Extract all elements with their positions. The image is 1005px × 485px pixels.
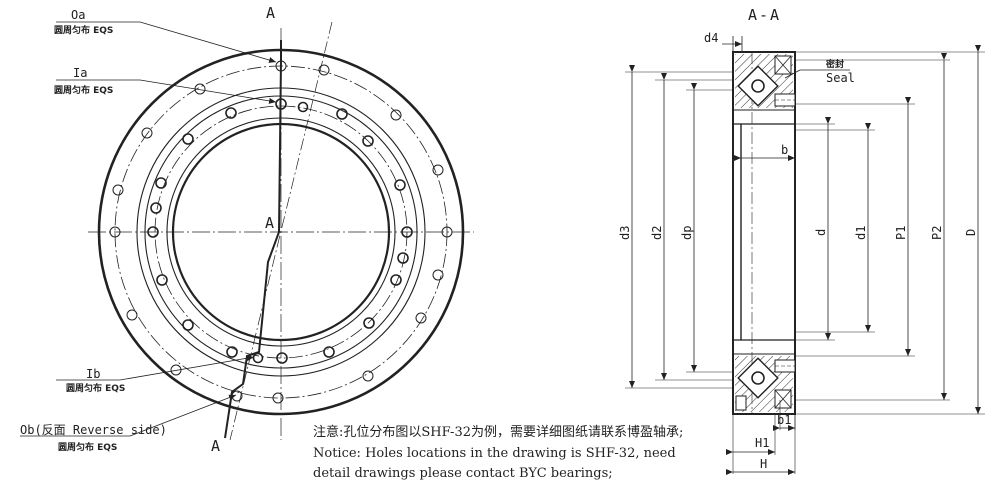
roller-upper bbox=[751, 79, 765, 93]
hole bbox=[362, 135, 374, 147]
hole bbox=[147, 226, 159, 238]
hole bbox=[362, 370, 374, 382]
label-seal-cn: 密封 bbox=[825, 58, 844, 70]
callout-leaders bbox=[20, 21, 277, 437]
hole bbox=[441, 226, 453, 238]
construction-line-1 bbox=[229, 21, 333, 441]
inner-holes bbox=[147, 98, 413, 364]
dimension-labels: d4 密封 Seal b b1 H1 H d3 d2 dp d d1 P1 P2… bbox=[618, 31, 978, 471]
hole bbox=[390, 109, 402, 121]
callout-ib-desc: 圆周匀布 EQS bbox=[66, 382, 125, 394]
callout-oa-desc: 圆周匀布 EQS bbox=[54, 24, 113, 36]
callout-labels: Oa 圆周匀布 EQS Ia 圆周匀布 EQS Ib 圆周匀布 EQS Ob(反… bbox=[20, 8, 167, 453]
section-marker-top: A bbox=[266, 4, 275, 22]
label-d2: d2 bbox=[650, 226, 664, 240]
callout-ib-code: Ib bbox=[86, 367, 100, 381]
hole bbox=[275, 60, 287, 72]
roller-lower bbox=[751, 371, 765, 385]
hole bbox=[170, 364, 182, 376]
section-outline bbox=[732, 51, 796, 415]
hole bbox=[275, 98, 287, 110]
hole bbox=[297, 101, 309, 113]
hole bbox=[182, 133, 194, 145]
note-line-en-1: Notice: Holes locations in the drawing i… bbox=[313, 446, 676, 461]
hole bbox=[336, 108, 348, 120]
hole bbox=[156, 274, 168, 286]
hole bbox=[432, 164, 444, 176]
label-d1: d1 bbox=[854, 226, 868, 240]
hole bbox=[363, 317, 375, 329]
upper-ring-section bbox=[735, 54, 796, 108]
hole bbox=[182, 319, 194, 331]
label-b: b bbox=[781, 143, 788, 157]
label-dp: dp bbox=[680, 226, 694, 240]
section-cut-line bbox=[224, 40, 282, 439]
label-seal-en: Seal bbox=[826, 71, 855, 85]
lower-ring-section bbox=[735, 356, 796, 412]
hole bbox=[272, 392, 284, 404]
callout-ob-code: Ob(反面 Reverse side) bbox=[20, 423, 167, 437]
section-title: A-A bbox=[748, 6, 781, 24]
label-H: H bbox=[760, 457, 767, 471]
hole bbox=[252, 352, 264, 364]
hole bbox=[109, 226, 121, 238]
label-d: d bbox=[814, 229, 828, 236]
hole bbox=[318, 64, 330, 76]
section-view bbox=[625, 36, 985, 475]
hole bbox=[432, 269, 444, 281]
hole bbox=[394, 179, 406, 191]
hole bbox=[276, 352, 288, 364]
hole bbox=[112, 184, 124, 196]
hole bbox=[126, 309, 138, 321]
extension-lines bbox=[625, 51, 985, 474]
callout-ia-code: Ia bbox=[73, 66, 87, 80]
hole bbox=[141, 127, 153, 139]
hole bbox=[415, 312, 427, 324]
section-marker-bottom: A bbox=[211, 437, 220, 455]
hole bbox=[226, 346, 238, 358]
hole bbox=[323, 346, 335, 358]
label-P1: P1 bbox=[894, 226, 908, 240]
section-marker-center: A bbox=[265, 214, 274, 232]
dimension-lines bbox=[629, 36, 981, 475]
callout-oa-code: Oa bbox=[71, 8, 85, 22]
hole bbox=[401, 226, 413, 238]
hole bbox=[155, 177, 167, 189]
hole bbox=[150, 202, 162, 214]
label-d4: d4 bbox=[704, 31, 718, 45]
hole bbox=[397, 252, 409, 264]
callout-ia-desc: 圆周匀布 EQS bbox=[54, 84, 113, 96]
hole bbox=[225, 107, 237, 119]
outer-holes bbox=[109, 60, 453, 404]
hole bbox=[390, 274, 402, 286]
note-line-cn: 注意:孔位分布图以SHF-32为例，需要详细图纸请联系博盈轴承; bbox=[313, 424, 683, 440]
label-b1: b1 bbox=[777, 413, 791, 427]
front-view bbox=[20, 21, 474, 441]
label-P2: P2 bbox=[930, 226, 944, 240]
label-H1: H1 bbox=[755, 436, 769, 450]
label-D: D bbox=[964, 229, 978, 236]
callout-ob-desc: 圆周匀布 EQS bbox=[58, 441, 117, 453]
label-d3: d3 bbox=[618, 226, 632, 240]
note-line-en-2: detail drawings please contact BYC beari… bbox=[313, 466, 613, 481]
